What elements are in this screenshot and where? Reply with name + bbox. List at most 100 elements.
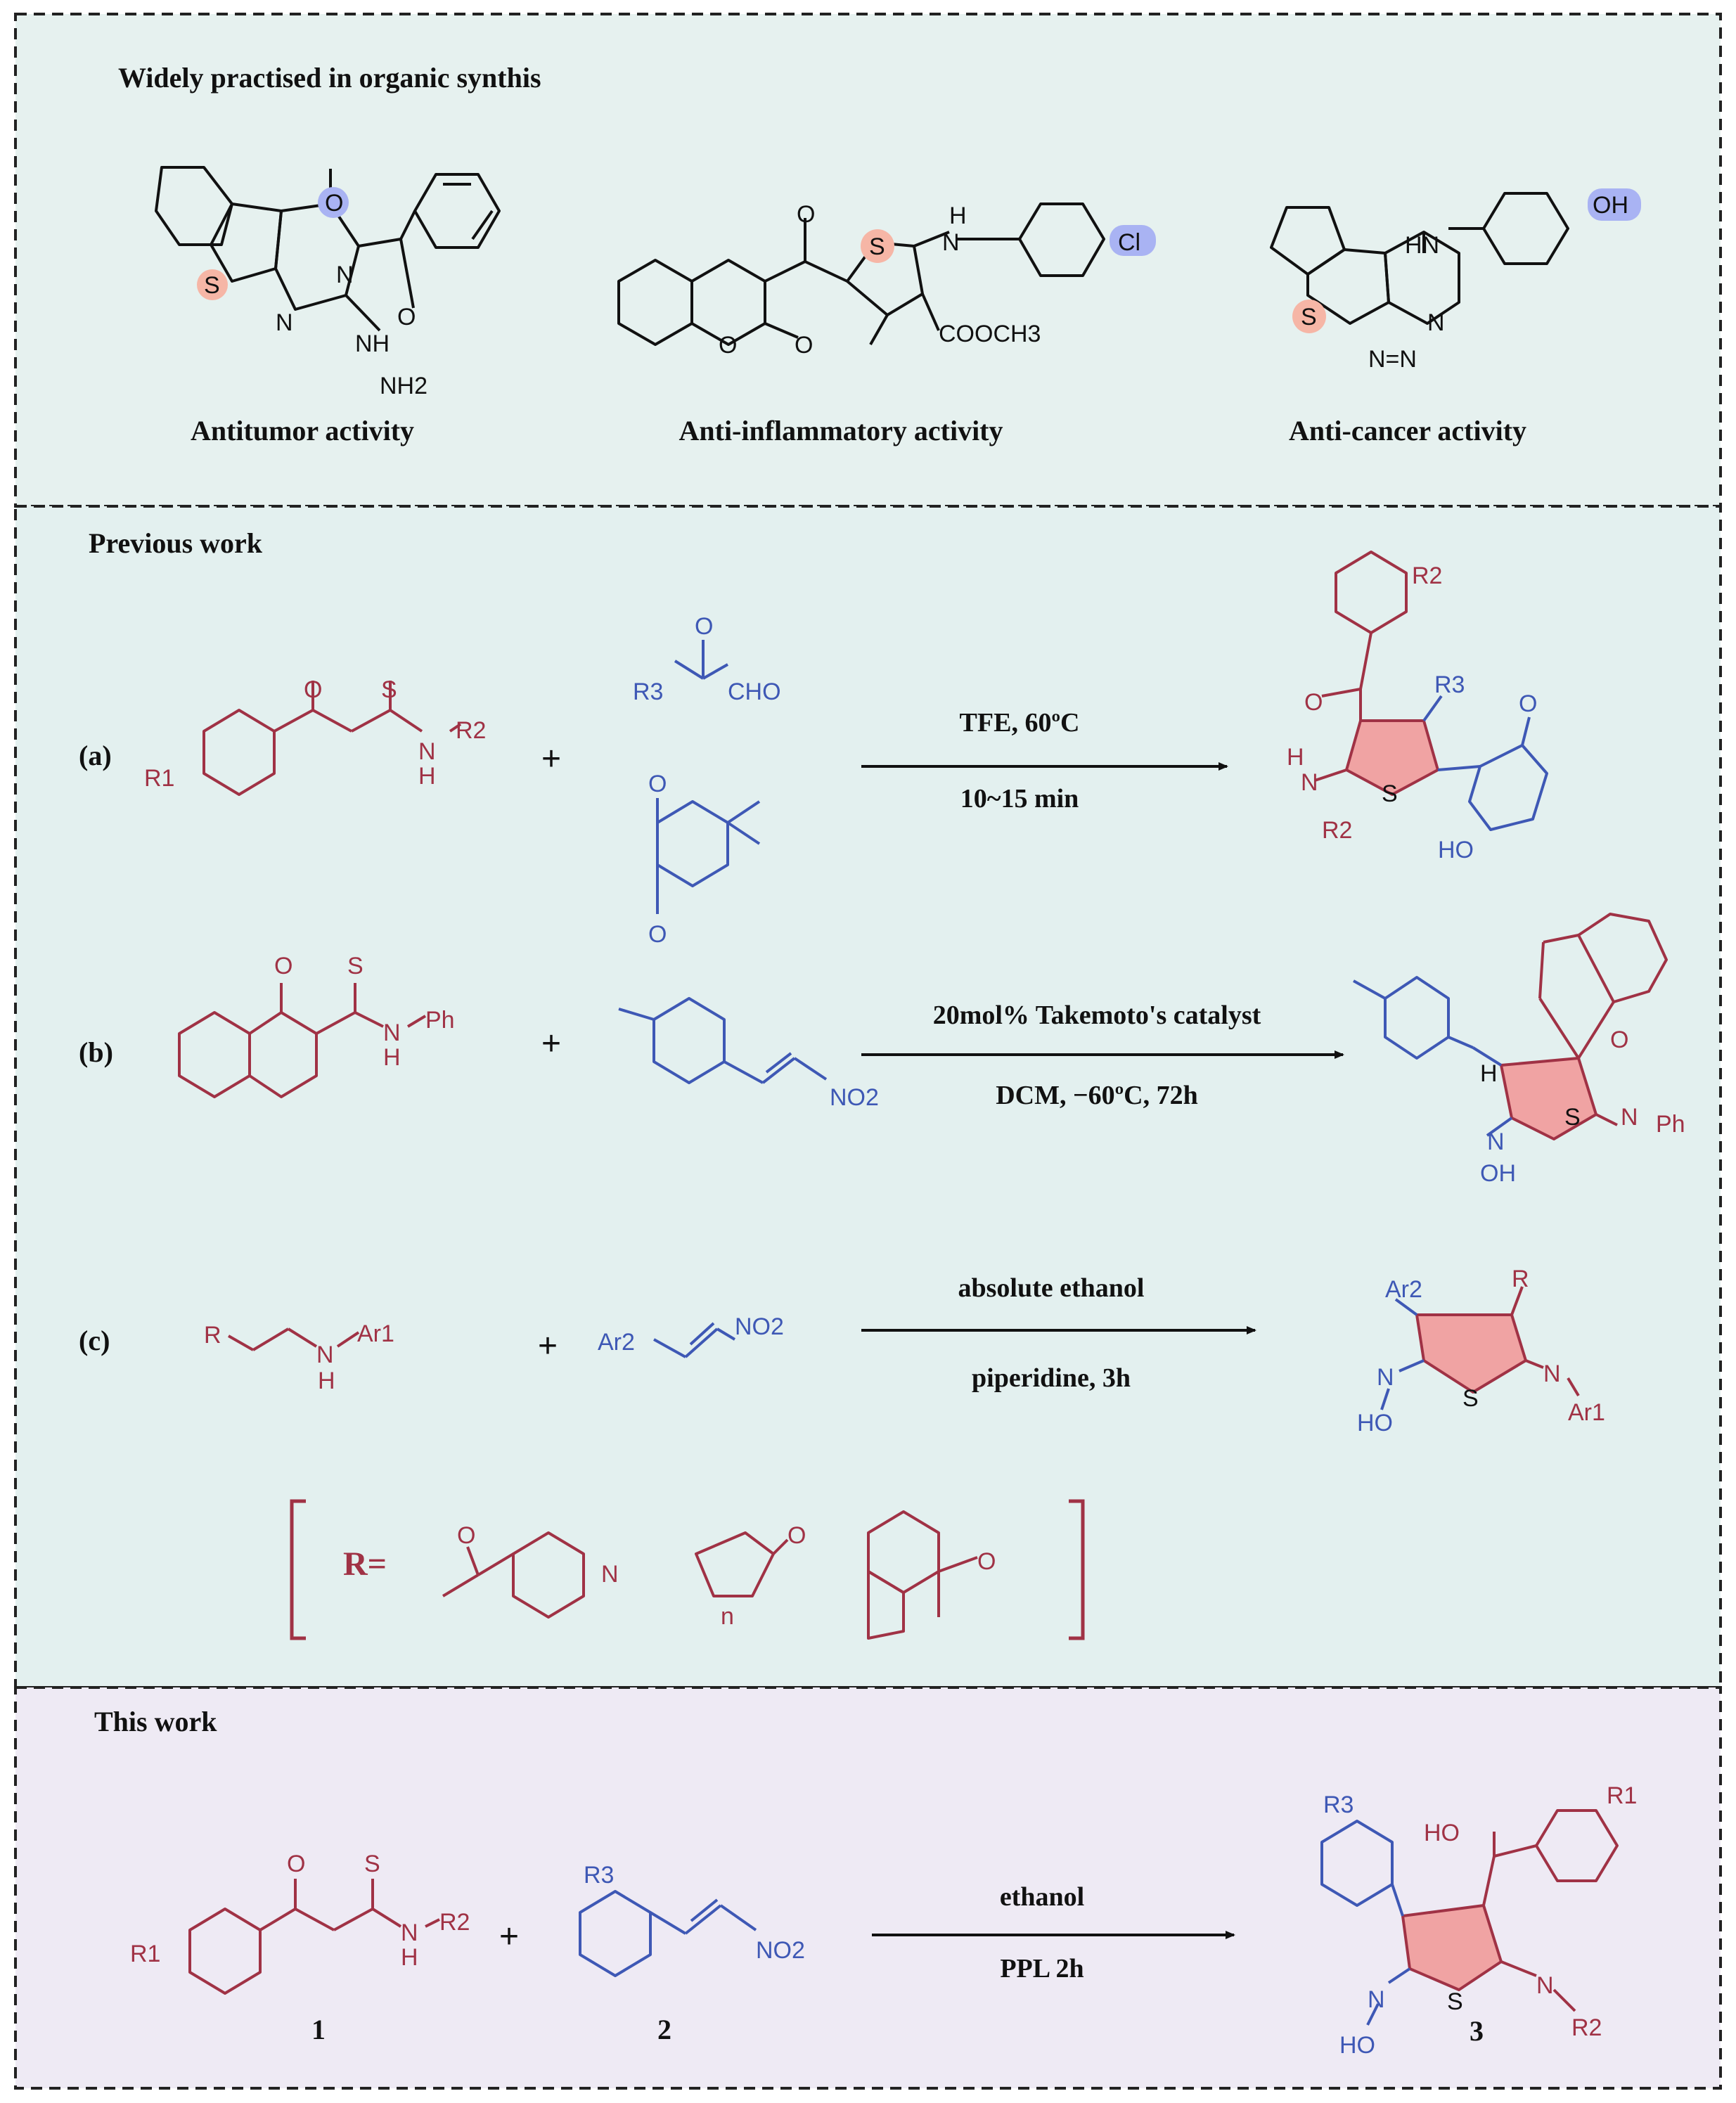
atom-label: HN [1405, 232, 1439, 259]
atom-label: Ph [1656, 1111, 1685, 1138]
atom-label: H [1480, 1060, 1498, 1087]
atom-label: O [797, 201, 815, 228]
condition-bottom-c: piperidine, 3h [972, 1363, 1131, 1393]
atom-label: N [1621, 1104, 1638, 1131]
atom-label: S [364, 1851, 380, 1877]
atom-label: N=N [1368, 346, 1417, 373]
caption-anti-inflammatory: Anti-inflammatory activity [679, 415, 1003, 446]
atom-label: S [1447, 1988, 1463, 2015]
atom-label: R1 [1607, 1782, 1637, 1809]
atom-label: O [719, 332, 737, 359]
atom-label: R3 [1434, 671, 1465, 698]
atom-label: N [601, 1561, 619, 1588]
compound-anti-cancer [1270, 192, 1569, 325]
reactant-b [178, 983, 427, 1098]
atom-label: O [648, 771, 667, 797]
compound-number-2: 2 [657, 2014, 671, 2045]
atom-label: N [1427, 309, 1445, 336]
atom-label: NO2 [756, 1937, 805, 1964]
reagent-c [653, 1322, 736, 1358]
panel-title-previous: Previous work [89, 527, 263, 559]
condition-bottom-a: 10~15 min [960, 784, 1079, 813]
atom-label: S [1382, 780, 1398, 807]
plus-sign-b: + [541, 1025, 561, 1062]
atom-label: R2 [456, 717, 486, 744]
atom-label: N [276, 309, 293, 336]
atom-label: N [1543, 1361, 1561, 1387]
atom-label: S [1301, 304, 1317, 330]
atom-label: O [274, 953, 292, 979]
reaction-label-a: (a) [79, 740, 112, 771]
atom-label: NO2 [735, 1313, 784, 1340]
atom-label: R1 [130, 1941, 160, 1967]
condition-bottom-b: DCM, −60ºC, 72h [996, 1081, 1198, 1110]
highlight-chlorine [1110, 225, 1156, 256]
atom-label: R3 [584, 1862, 614, 1889]
atom-label: S [347, 953, 364, 979]
atom-label: Ar2 [598, 1329, 635, 1356]
atom-label: H [383, 1044, 401, 1071]
plus-sign-a: + [541, 740, 561, 778]
atom-label: R2 [439, 1909, 470, 1936]
atom-label: N [336, 262, 354, 288]
r-definition-bracket [290, 1499, 1085, 1640]
atom-label: N [401, 1919, 418, 1946]
atom-label: S [381, 676, 397, 703]
panel-this-work [14, 1686, 1722, 2090]
panel-bioactive [14, 13, 1722, 508]
product-a [1314, 551, 1548, 831]
atom-label: NH2 [380, 373, 427, 399]
atom-label: N [1377, 1364, 1394, 1391]
r-group-options [442, 1510, 978, 1640]
condition-top-c: absolute ethanol [958, 1273, 1145, 1303]
atom-label: O [397, 304, 416, 330]
atom-label: O [457, 1522, 475, 1549]
highlight-ketone-o [318, 187, 349, 218]
atom-label: HO [1357, 1410, 1393, 1436]
reaction-label-c: (c) [79, 1325, 110, 1356]
atom-label: O [977, 1548, 996, 1575]
reagent-b [618, 997, 828, 1084]
condition-bottom-this-work: PPL 2h [1000, 1954, 1084, 1983]
atom-label: O [1610, 1027, 1628, 1053]
reagent-a [656, 640, 761, 914]
atom-label: S [1462, 1385, 1479, 1412]
condition-top-b: 20mol% Takemoto's catalyst [933, 1001, 1261, 1030]
atom-label: H [401, 1944, 418, 1971]
atom-label: Ar1 [357, 1320, 394, 1347]
atom-label: R2 [1571, 2014, 1602, 2041]
atom-label: N [942, 229, 960, 256]
atom-label: O [1519, 690, 1537, 717]
atom-label: HO [1424, 1820, 1460, 1846]
plus-sign-this-work: + [499, 1918, 519, 1955]
panel-title-this-work: This work [94, 1706, 217, 1737]
condition-top-a: TFE, 60ºC [960, 708, 1080, 738]
atom-label: O [795, 332, 813, 359]
atom-label: Ph [425, 1007, 455, 1034]
caption-anti-cancer: Anti-cancer activity [1289, 415, 1526, 446]
compound-number-3: 3 [1470, 2015, 1484, 2047]
atom-label: HO [1438, 837, 1474, 863]
atom-label: N [1487, 1128, 1505, 1155]
reactant-a [202, 681, 462, 796]
atom-label: O [304, 676, 322, 703]
product-b [1353, 913, 1668, 1140]
atom-label: R2 [1412, 562, 1442, 589]
highlight-hydroxyl [1588, 188, 1641, 221]
atom-label: COOCH3 [939, 321, 1041, 347]
atom-label: OH [1593, 192, 1628, 219]
atom-label: CHO [728, 679, 781, 705]
product-c [1380, 1286, 1580, 1410]
reactant-1 [188, 1879, 440, 1995]
atom-label: OH [1480, 1160, 1516, 1187]
atom-label: n [721, 1603, 734, 1630]
panel-title-bioactive: Widely practised in organic synthis [118, 62, 541, 94]
atom-label: N [316, 1342, 334, 1368]
atom-label: O [787, 1522, 806, 1549]
atom-label: O [287, 1851, 305, 1877]
compound-anti-inflammatory [617, 202, 1105, 346]
atom-label: NH [355, 330, 390, 357]
atom-label: N [1536, 1972, 1554, 1999]
caption-antitumor: Antitumor activity [191, 415, 414, 446]
